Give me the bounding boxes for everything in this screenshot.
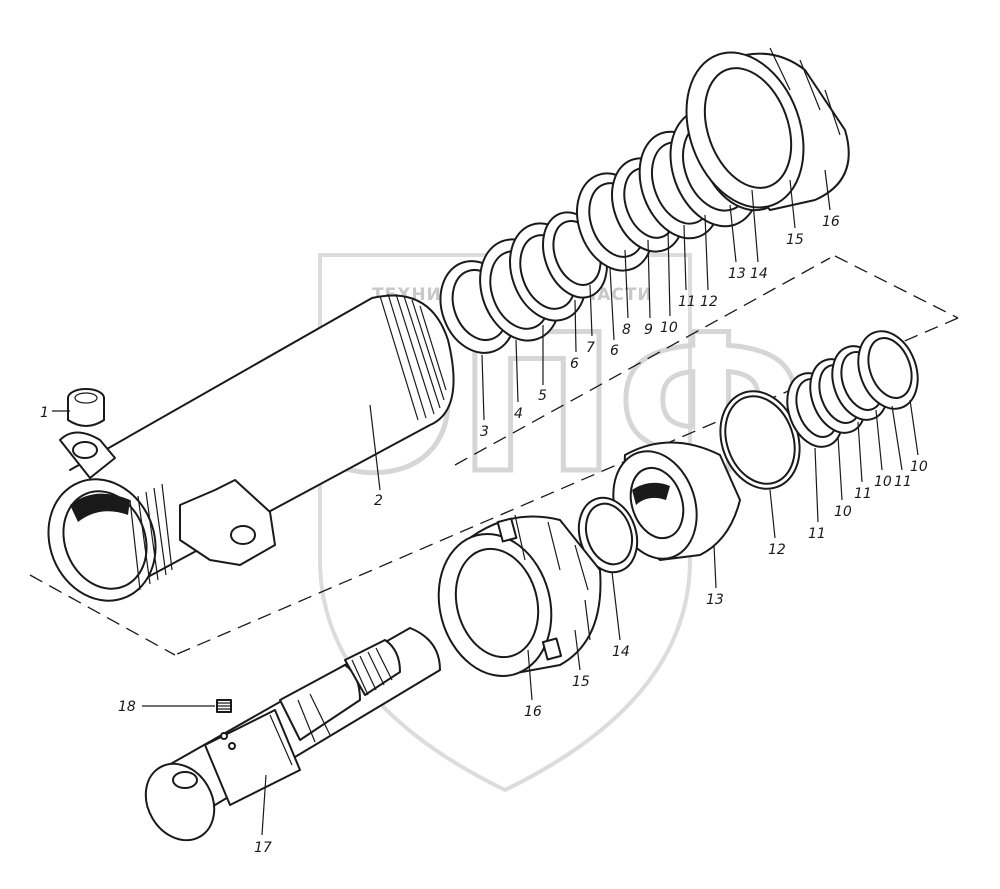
axis-line-upper-right	[834, 255, 959, 319]
callout-7: 7	[586, 340, 595, 356]
callout-13-upper: 13	[728, 266, 746, 282]
part-15-16-nut-lower	[437, 514, 602, 677]
callout-3: 3	[480, 424, 489, 440]
callout-4: 4	[514, 406, 523, 422]
callout-12-upper: 12	[700, 294, 718, 310]
callout-6b: 6	[610, 343, 619, 359]
callout-labels: 1 2 3 4 5 6 7 6 8 9 10 11 12 13 14 15 16…	[40, 214, 928, 856]
callout-16-upper: 16	[822, 214, 840, 230]
callout-10-lower-b: 10	[874, 474, 892, 490]
callout-12-lower: 12	[768, 542, 786, 558]
callout-11-lower-c: 11	[894, 474, 912, 490]
callout-18: 18	[118, 699, 136, 715]
part-1-bushing	[67, 388, 105, 427]
axis-line-left	[29, 574, 176, 656]
axis-line-upper-left	[454, 257, 831, 466]
leader-lines	[52, 169, 919, 836]
callout-15-upper: 15	[786, 232, 804, 248]
callout-13-lower: 13	[706, 592, 724, 608]
callout-10-lower-c: 10	[910, 459, 928, 475]
callout-11-lower-b: 11	[854, 486, 872, 502]
callout-2: 2	[374, 493, 383, 509]
callout-10-lower-a: 10	[834, 504, 852, 520]
part-2-cylinder-barrel	[47, 293, 455, 602]
callout-14-lower: 14	[612, 644, 630, 660]
callout-6a: 6	[570, 356, 579, 372]
callout-8: 8	[622, 322, 631, 338]
watermark-shield	[318, 253, 692, 793]
callout-10-upper: 10	[660, 320, 678, 336]
callout-16-lower: 16	[524, 704, 542, 720]
callout-15-lower: 15	[572, 674, 590, 690]
part-17-piston-rod	[144, 627, 441, 842]
part-15-16-nut-upper	[685, 47, 850, 211]
callout-14-upper: 14	[750, 266, 768, 282]
part-14-ring-lower	[577, 496, 639, 574]
callout-17: 17	[254, 840, 272, 856]
callout-5: 5	[538, 388, 547, 404]
callout-11-upper: 11	[678, 294, 696, 310]
part-18-screw	[216, 699, 232, 713]
part-10-11-ring-set	[786, 330, 919, 448]
callout-11-lower-a: 11	[808, 526, 826, 542]
callout-9: 9	[644, 322, 653, 338]
callout-1: 1	[40, 405, 49, 421]
